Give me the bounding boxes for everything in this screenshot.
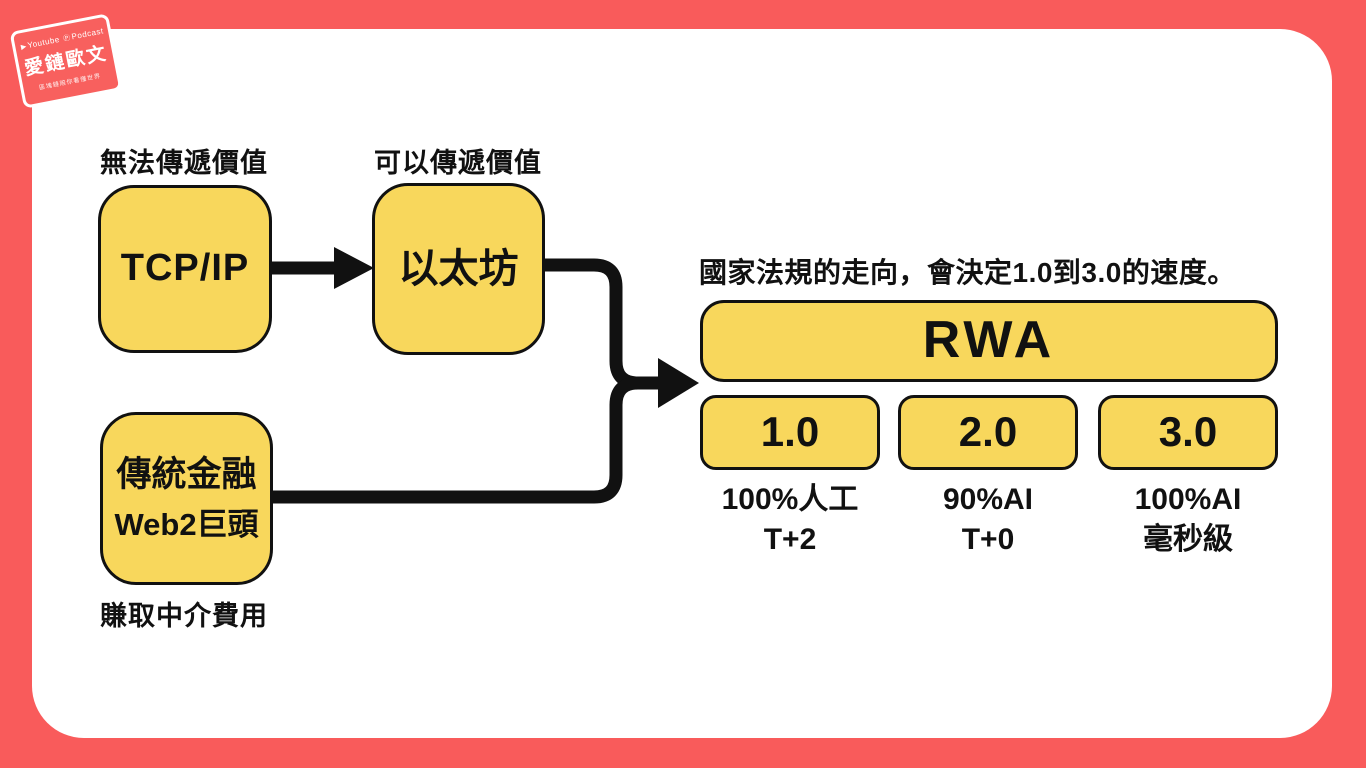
stage-1-box: 1.0 bbox=[700, 395, 880, 470]
stage-2-label: 2.0 bbox=[958, 408, 1018, 456]
tcpip-box: TCP/IP bbox=[98, 185, 272, 353]
tradfi-box: 傳統金融 Web2巨頭 bbox=[100, 412, 273, 585]
stage-3-description: 100%AI 毫秒級 bbox=[1098, 480, 1278, 560]
tradfi-bottom-caption: 賺取中介費用 bbox=[100, 601, 268, 631]
tradfi-label-line2: Web2巨頭 bbox=[114, 506, 259, 542]
stage-3-desc-line1: 100%AI bbox=[1134, 483, 1242, 516]
tcpip-label: TCP/IP bbox=[120, 247, 250, 290]
ethereum-top-caption: 可以傳遞價值 bbox=[374, 148, 542, 178]
tcpip-top-caption: 無法傳遞價值 bbox=[100, 148, 268, 178]
stage-2-desc-line1: 90%AI bbox=[942, 483, 1034, 516]
stage-1-desc-line1: 100%人工 bbox=[721, 483, 859, 516]
tradfi-label-line1: 傳統金融 bbox=[116, 454, 257, 494]
stage-2-box: 2.0 bbox=[898, 395, 1078, 470]
stage-2-description: 90%AI T+0 bbox=[898, 480, 1078, 560]
stage-1-label: 1.0 bbox=[760, 408, 820, 456]
stage-3-desc-line2: 毫秒級 bbox=[1143, 523, 1233, 556]
stage-1-desc-line2: T+2 bbox=[763, 523, 817, 556]
ethereum-label: 以太坊 bbox=[398, 247, 519, 291]
stage-2-desc-line2: T+0 bbox=[961, 523, 1015, 556]
rwa-caption: 國家法規的走向，會決定1.0到3.0的速度。 bbox=[699, 257, 1236, 288]
stage-1-description: 100%人工 T+2 bbox=[700, 480, 880, 560]
stage-3-box: 3.0 bbox=[1098, 395, 1278, 470]
stage-3-label: 3.0 bbox=[1158, 408, 1218, 456]
rwa-title: RWA bbox=[922, 311, 1056, 370]
ethereum-box: 以太坊 bbox=[372, 183, 545, 355]
rwa-box: RWA bbox=[700, 300, 1278, 382]
podcast-icon: Ⓟ bbox=[62, 34, 72, 44]
